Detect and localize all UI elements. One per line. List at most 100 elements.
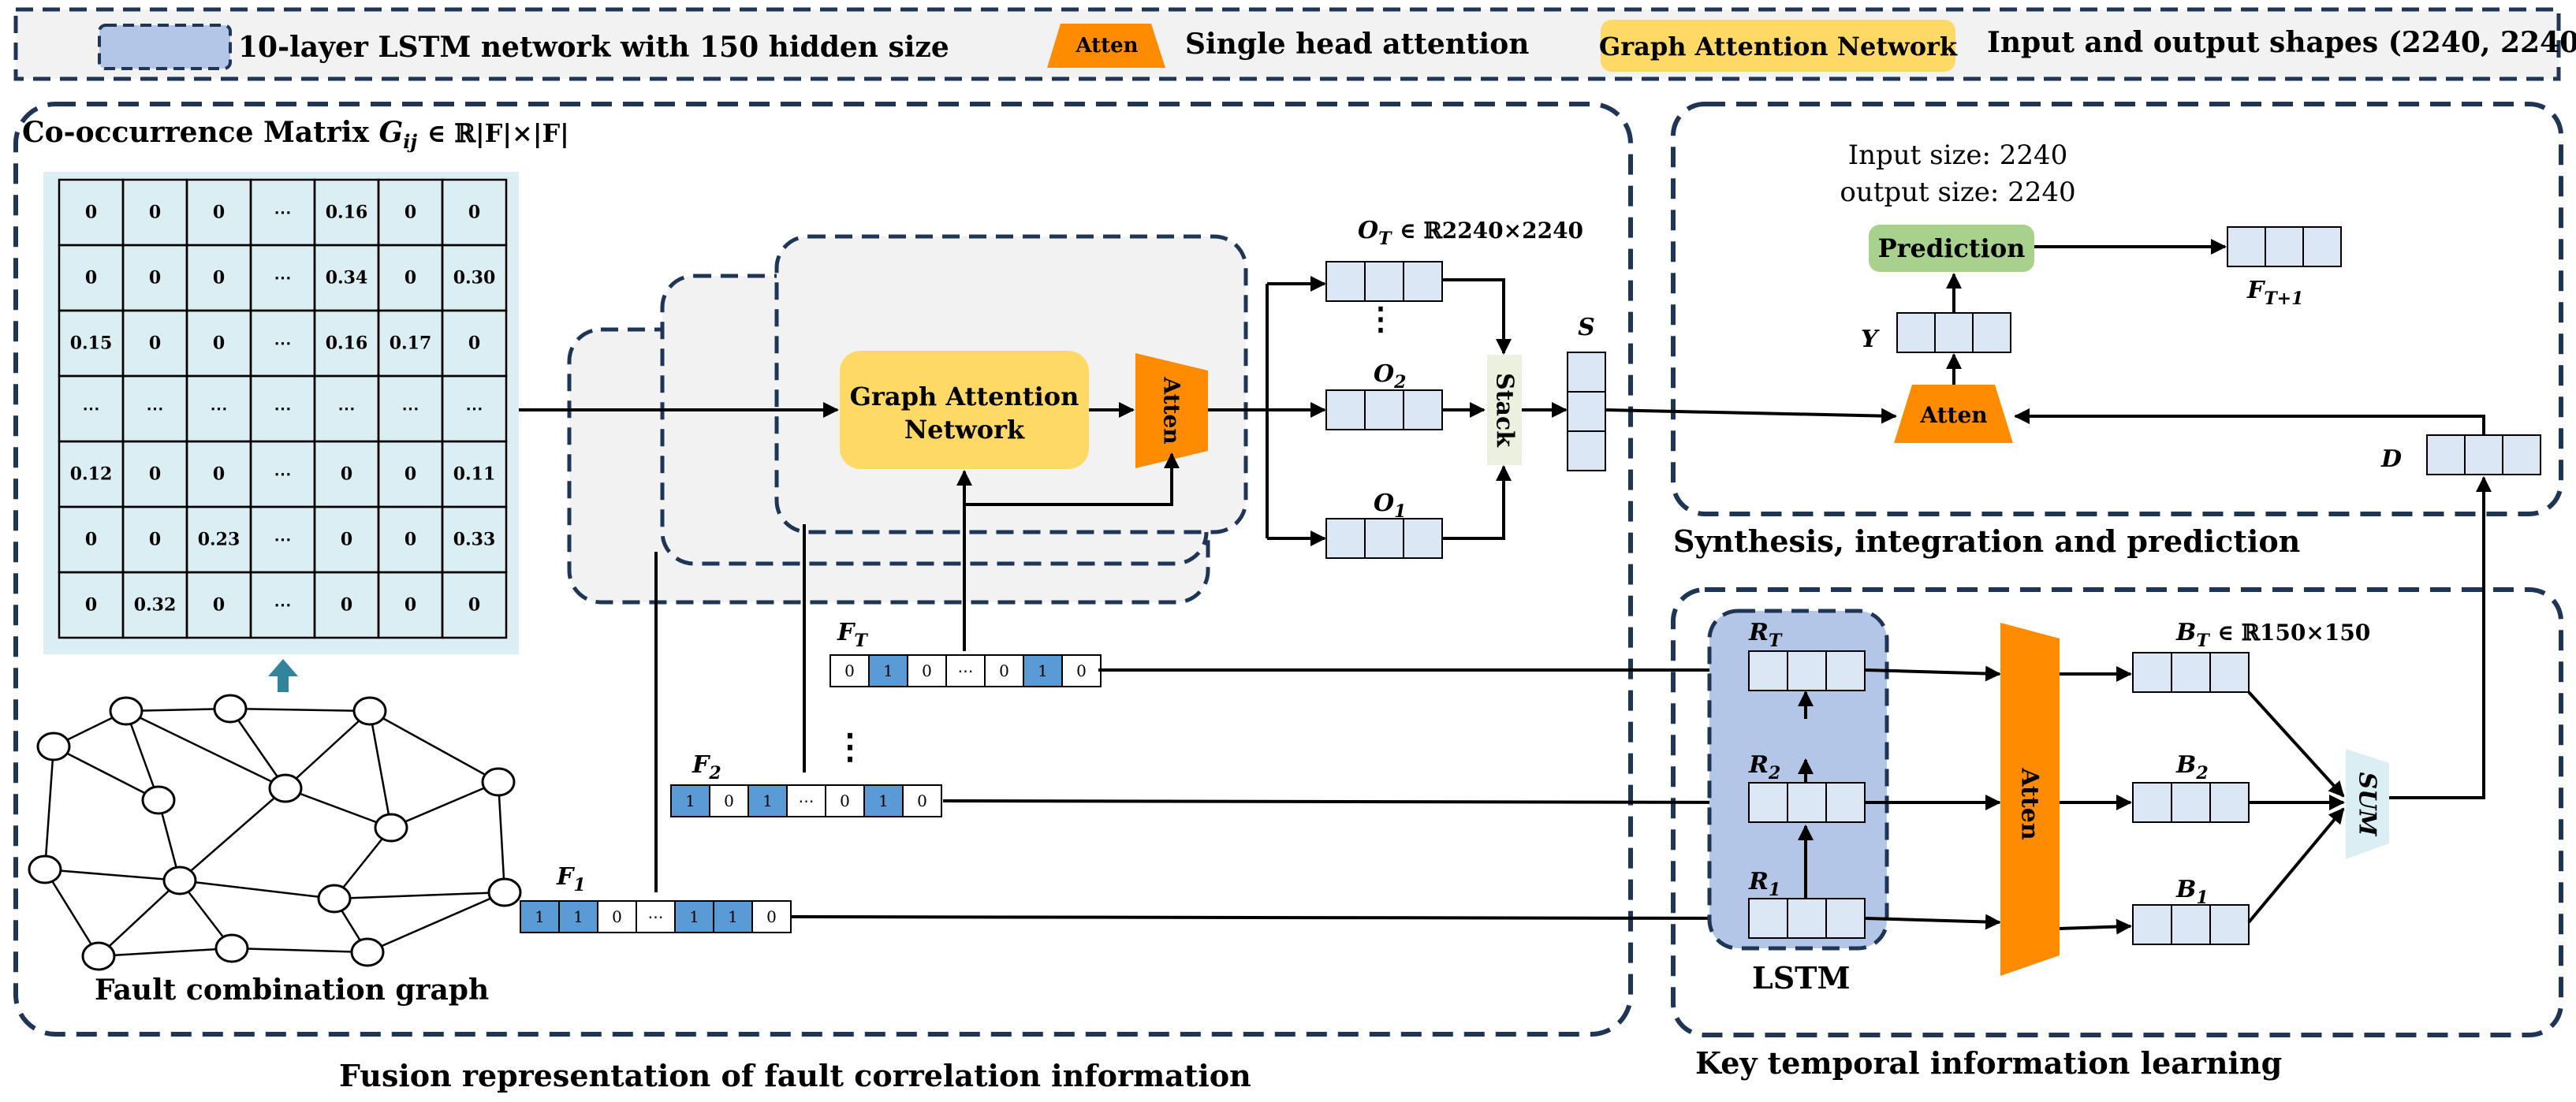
matrix-cell-value: 0.16 bbox=[326, 203, 368, 223]
matrix-cell-value: 0 bbox=[341, 595, 352, 616]
graph-edge bbox=[98, 880, 181, 957]
synthesis-atten-block bbox=[1894, 385, 2013, 443]
o-vectors bbox=[1325, 261, 1443, 559]
matrix-cell-value: 0 bbox=[213, 333, 225, 354]
ot-to-stack-arrow bbox=[1443, 278, 1512, 355]
f-vector-cell bbox=[945, 654, 986, 687]
matrix-cell-value: 0 bbox=[341, 464, 352, 485]
f-vector-cell bbox=[868, 654, 908, 687]
graph-edge bbox=[125, 709, 286, 790]
f-vector-cell bbox=[1023, 654, 1063, 687]
f1-label: F1 bbox=[556, 863, 586, 895]
rt-to-atten-arrow bbox=[1865, 665, 2001, 682]
matrix-cell-value: 0 bbox=[149, 333, 161, 354]
f-vector-value: ⋯ bbox=[958, 661, 974, 680]
b1-to-sum-arrow bbox=[2247, 807, 2345, 924]
matrix-cell-value: ⋯ bbox=[274, 464, 292, 485]
ot-label: OT ∈ ℝ2240×2240 bbox=[1358, 217, 1583, 249]
vector-cell bbox=[2132, 904, 2172, 945]
vector-cell bbox=[1787, 898, 1827, 939]
graph-edge bbox=[229, 708, 287, 789]
lstm-block bbox=[1707, 609, 1889, 951]
matrix-cell-value: 0.34 bbox=[326, 268, 368, 289]
graph-node bbox=[268, 773, 303, 803]
matrix-cell-value: 0 bbox=[404, 268, 416, 289]
b2-label: B2 bbox=[2175, 751, 2209, 784]
f-vector-value: 1 bbox=[689, 907, 699, 926]
vector-cell bbox=[1825, 898, 1866, 939]
f-vector-value: 0 bbox=[917, 791, 927, 810]
f-vector-value: 1 bbox=[883, 661, 893, 680]
matrix-cell-value: 0.16 bbox=[326, 333, 368, 354]
vector-cell bbox=[2171, 782, 2211, 823]
matrix-cell-value: 0 bbox=[404, 203, 416, 223]
graph-node bbox=[28, 854, 62, 884]
graph-node bbox=[81, 941, 116, 971]
b1-label: B1 bbox=[2175, 876, 2209, 908]
sum-to-d-arrow bbox=[2389, 476, 2492, 799]
matrix-cell-value: ⋯ bbox=[211, 399, 228, 419]
matrix-cell-value: 0 bbox=[468, 203, 480, 223]
gat-label-line2: Network bbox=[904, 415, 1025, 445]
graph-node bbox=[374, 813, 408, 843]
graph-node bbox=[481, 767, 516, 797]
legend-io-text: Input and output shapes (2240, 2240) bbox=[1987, 26, 2576, 59]
f-vector-cell bbox=[907, 654, 947, 687]
vector-cell bbox=[1403, 261, 1443, 302]
vector-cell bbox=[1364, 389, 1404, 430]
matrix-cell-value: 0 bbox=[149, 530, 161, 550]
matrix-title: Co-occurrence Matrix Gij ∈ ℝ|F|×|F| bbox=[22, 116, 569, 153]
vector-cell bbox=[2132, 652, 2172, 693]
matrix-cell-value: 0.33 bbox=[453, 530, 496, 550]
temporal-atten-block bbox=[2000, 623, 2060, 976]
matrix-cell-value: 0 bbox=[404, 464, 416, 485]
matrix-cell-value: ⋯ bbox=[402, 399, 419, 419]
o2-label: O2 bbox=[1374, 360, 1406, 393]
graph-edge bbox=[368, 710, 393, 828]
gat-label-line1: Graph Attention bbox=[850, 382, 1079, 411]
fault-combination-graph bbox=[28, 694, 522, 971]
prediction-block bbox=[1869, 225, 2034, 272]
d-to-atten-arrow bbox=[2014, 408, 2485, 435]
vector-cell bbox=[2171, 904, 2211, 945]
vector-cell bbox=[2209, 652, 2250, 693]
matrix-cell-value: 0 bbox=[213, 203, 225, 223]
matrix-cell-value: ⋯ bbox=[83, 399, 100, 419]
graph-node bbox=[109, 696, 144, 726]
f2-to-r2-arrow bbox=[942, 794, 1748, 810]
prediction-label: Prediction bbox=[1878, 233, 2026, 263]
graph-node bbox=[162, 866, 197, 895]
f-vector-cell bbox=[520, 900, 560, 933]
legend-atten-text: Single head attention bbox=[1185, 28, 1529, 61]
legend-gat-swatch bbox=[1601, 20, 1955, 72]
graph-edge bbox=[44, 868, 181, 882]
graph-edge bbox=[334, 891, 505, 900]
legend-atten-swatch bbox=[1047, 24, 1165, 68]
output-size-text: output size: 2240 bbox=[1840, 177, 2075, 208]
input-size-text: Input size: 2240 bbox=[1848, 140, 2068, 171]
matrix-cell-value: 0 bbox=[85, 203, 97, 223]
matrix-cell-value: 0 bbox=[85, 268, 97, 289]
graph-edge bbox=[229, 707, 371, 713]
vector-cell bbox=[1325, 389, 1366, 430]
matrix-cell-value: 0.11 bbox=[453, 464, 496, 485]
matrix-cell-value: ⋯ bbox=[274, 333, 292, 354]
f-vector-cell bbox=[747, 784, 788, 817]
r-vectors bbox=[1748, 650, 1866, 939]
graph-node bbox=[317, 884, 352, 914]
f-next-label: FT+1 bbox=[2246, 277, 2303, 309]
vector-cell bbox=[1403, 518, 1443, 559]
temporal-frame bbox=[1671, 587, 2563, 1037]
bt-label: BT ∈ ℝ150×150 bbox=[2175, 619, 2370, 651]
graph-edge bbox=[53, 745, 159, 802]
f-vector-cell bbox=[674, 900, 714, 933]
atten-to-b1-arrow bbox=[2059, 918, 2132, 935]
vector-cell bbox=[1325, 261, 1366, 302]
f-vector-cell bbox=[751, 900, 792, 933]
matrix-cell-value: 0 bbox=[404, 530, 416, 550]
matrix-cell-value: 0 bbox=[341, 530, 352, 550]
f-vector-value: 1 bbox=[728, 907, 738, 926]
vector-cell bbox=[1748, 782, 1788, 823]
